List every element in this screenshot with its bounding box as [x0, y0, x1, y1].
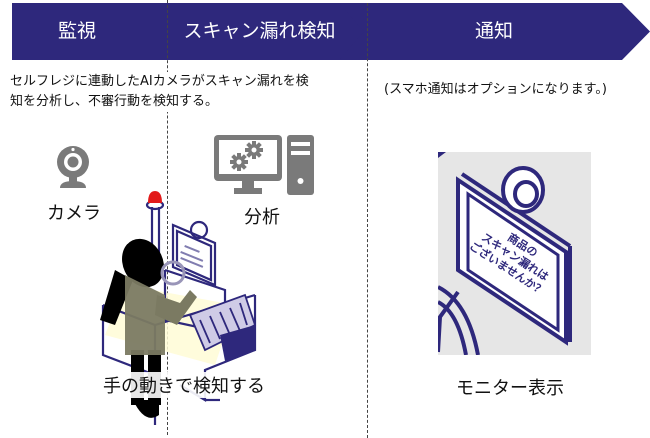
chevron-shape: [134, 3, 366, 60]
step-scan-detection: スキャン漏れ検知: [134, 3, 366, 60]
step-label: 監視: [57, 20, 96, 42]
chevron-shape: [12, 3, 167, 60]
description-line: セルフレジに連動したAIカメラがスキャン漏れを検: [10, 74, 309, 89]
camera-label: カメラ: [47, 203, 101, 224]
computer-gears-icon: [214, 135, 314, 195]
monitor-drawing: 商品の スキャン漏れは ございませんか？: [438, 152, 572, 355]
notification-description: (スマホ通知はオプションになります。): [384, 82, 607, 97]
alert-light: [148, 191, 162, 203]
step-label: 通知: [474, 20, 513, 42]
step-label: スキャン漏れ検知: [183, 20, 336, 42]
webcam-icon: [57, 146, 89, 188]
chevron-shape: [339, 3, 650, 60]
divider-line: [367, 3, 368, 438]
monitor-closeup-illustration: 商品の スキャン漏れは ございませんか？: [438, 152, 591, 355]
monitor-label: モニター表示: [456, 374, 564, 400]
description-line: 知を分析し、不審行動を検知する。: [10, 94, 219, 109]
step-notification: 通知: [339, 3, 650, 60]
monitoring-description: セルフレジに連動したAIカメラがスキャン漏れを検 知を分析し、不審行動を検知する…: [10, 72, 309, 112]
divider-line: [167, 0, 168, 435]
analysis-label: 分析: [244, 207, 280, 228]
step-monitoring: 監視: [12, 3, 167, 60]
self-checkout-illustration: [100, 191, 257, 425]
register-label: 手の動きで検知する: [101, 372, 267, 398]
